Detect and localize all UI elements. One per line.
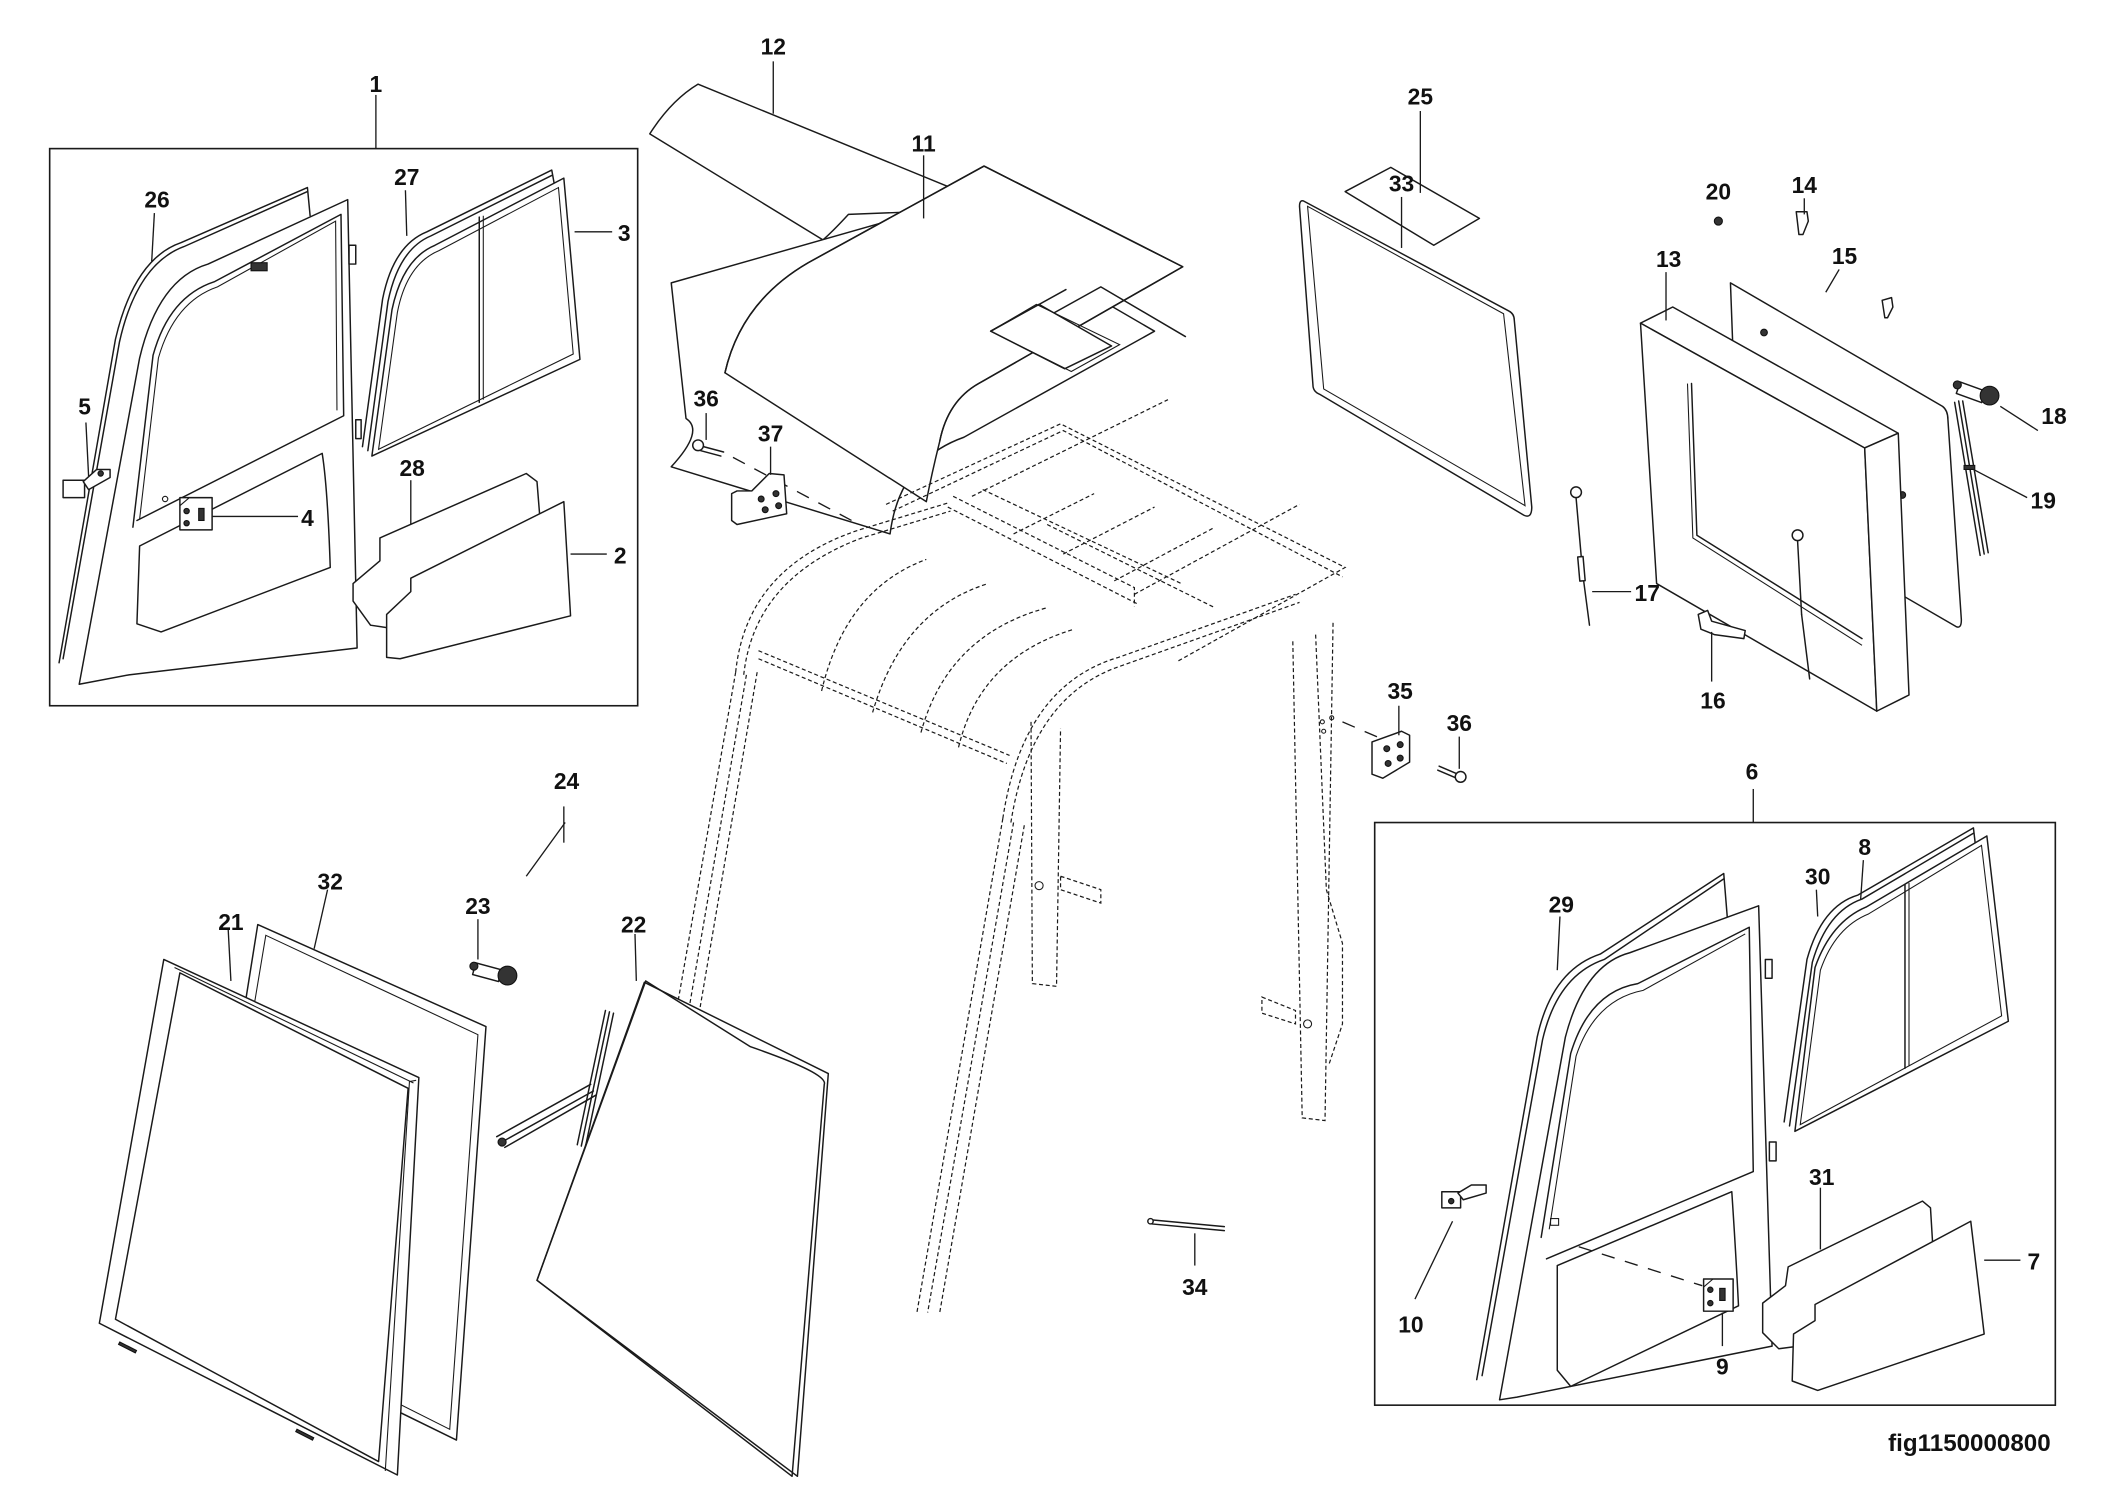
left-door-assembly-group: 1 26 5 — [48, 71, 639, 707]
callout-4[interactable]: 4 — [301, 505, 314, 531]
callout-3[interactable]: 3 — [618, 220, 631, 246]
part-9-lock[interactable] — [1702, 1278, 1734, 1312]
part-31-lower-panel-seal[interactable] — [1761, 1200, 1934, 1350]
part-30-window-seal[interactable] — [1783, 827, 1979, 1127]
callout-35[interactable]: 35 — [1388, 678, 1414, 704]
part-22-front-glass[interactable] — [536, 980, 830, 1478]
callout-16[interactable]: 16 — [1700, 687, 1725, 713]
part-14-clip[interactable] — [1795, 210, 1894, 319]
part-19-wiper-blade[interactable] — [1953, 400, 1989, 557]
left-door-panel[interactable] — [78, 198, 362, 685]
part-27-window-seal[interactable] — [361, 169, 556, 452]
part-5-latch[interactable] — [62, 468, 111, 499]
callout-24[interactable]: 24 — [554, 768, 580, 794]
part-23-wiper-motor[interactable] — [469, 961, 518, 986]
callout-9[interactable]: 9 — [1716, 1353, 1729, 1379]
callout-28[interactable]: 28 — [399, 455, 424, 481]
part-35-hinge-bracket-right[interactable] — [1371, 730, 1411, 779]
part-36-pin-left[interactable] — [691, 439, 725, 457]
callout-5[interactable]: 5 — [78, 393, 91, 419]
part-7-lower-panel[interactable] — [1791, 1220, 1985, 1392]
callout-17[interactable]: 17 — [1635, 580, 1660, 606]
right-door-panel[interactable] — [1498, 905, 1777, 1401]
part-34-gas-strut[interactable] — [1147, 1217, 1226, 1232]
callout-11[interactable]: 11 — [912, 130, 936, 156]
callout-22[interactable]: 22 — [621, 912, 646, 938]
part-21-windshield-frame[interactable] — [98, 958, 420, 1476]
callout-2[interactable]: 2 — [614, 542, 627, 568]
part-25-label[interactable] — [1344, 166, 1481, 247]
callout-32[interactable]: 32 — [318, 869, 343, 895]
callout-25[interactable]: 25 — [1408, 83, 1434, 109]
part-24-wiper-arm[interactable] — [495, 1009, 615, 1149]
callout-30[interactable]: 30 — [1805, 863, 1830, 889]
callout-27[interactable]: 27 — [394, 164, 419, 190]
callout-26[interactable]: 26 — [144, 187, 169, 213]
callout-36-right[interactable]: 36 — [1447, 710, 1472, 736]
callout-34[interactable]: 34 — [1182, 1274, 1208, 1300]
callout-12[interactable]: 12 — [761, 34, 786, 60]
callout-13[interactable]: 13 — [1656, 246, 1681, 272]
right-door-group-box — [1373, 821, 2057, 1406]
part-29-door-seal[interactable] — [1475, 872, 1729, 1381]
callout-31[interactable]: 31 — [1809, 1164, 1835, 1190]
part-8-sliding-window[interactable] — [1794, 835, 2010, 1133]
figure-id-label: fig1150000800 — [1888, 1430, 2051, 1457]
right-door-assembly-group: 6 29 10 — [1373, 759, 2057, 1406]
part-4-lock[interactable] — [179, 496, 213, 531]
callout-10[interactable]: 10 — [1398, 1312, 1423, 1338]
callout-15[interactable]: 15 — [1832, 243, 1858, 269]
part-36-pin-right[interactable] — [1437, 765, 1467, 783]
part-28-lower-panel-seal[interactable] — [352, 472, 541, 630]
callout-36-left[interactable]: 36 — [693, 385, 718, 411]
callout-23[interactable]: 23 — [465, 893, 490, 919]
part-18-wiper-motor[interactable] — [1952, 380, 2000, 406]
part-33-rear-glass[interactable] — [1298, 200, 1533, 517]
part-3-sliding-window[interactable] — [371, 177, 581, 457]
callout-37[interactable]: 37 — [758, 420, 783, 446]
part-13-window-frame[interactable] — [1639, 306, 1910, 712]
part-20-nut[interactable] — [1713, 216, 1723, 226]
part-10-latch[interactable] — [1441, 1184, 1487, 1209]
part-16-handle[interactable] — [1697, 609, 1746, 640]
callout-8[interactable]: 8 — [1858, 834, 1871, 860]
part-17-gas-strut[interactable] — [1569, 486, 1811, 680]
callout-29[interactable]: 29 — [1549, 891, 1574, 917]
callout-19[interactable]: 19 — [2031, 487, 2056, 513]
part-2-lower-panel[interactable] — [385, 500, 572, 660]
callout-1[interactable]: 1 — [370, 71, 383, 97]
callout-18[interactable]: 18 — [2041, 403, 2066, 429]
part-37-hinge-bracket-left[interactable] — [730, 472, 788, 526]
callout-14[interactable]: 14 — [1792, 172, 1818, 198]
callout-6[interactable]: 6 — [1746, 759, 1759, 785]
left-door-group-box — [48, 147, 639, 707]
callout-21[interactable]: 21 — [218, 909, 244, 935]
part-26-door-seal[interactable] — [58, 186, 311, 664]
callout-33[interactable]: 33 — [1389, 171, 1414, 197]
callout-7[interactable]: 7 — [2028, 1249, 2041, 1275]
callout-20[interactable]: 20 — [1706, 179, 1731, 205]
roof-panel-11-shape — [724, 165, 1187, 503]
